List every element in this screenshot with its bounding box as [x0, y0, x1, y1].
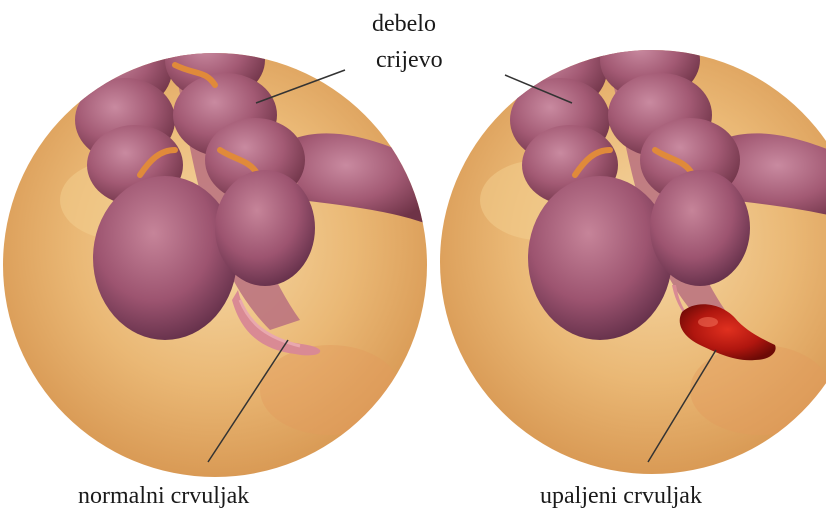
label-colon-line2: crijevo	[376, 48, 443, 72]
normal-appendix-panel	[3, 20, 430, 477]
label-colon-line1: debelo	[372, 12, 436, 36]
label-normal-appendix: normalni crvuljak	[78, 484, 249, 508]
inflamed-appendix-panel	[440, 20, 826, 474]
label-inflamed-appendix: upaljeni crvuljak	[540, 484, 702, 508]
